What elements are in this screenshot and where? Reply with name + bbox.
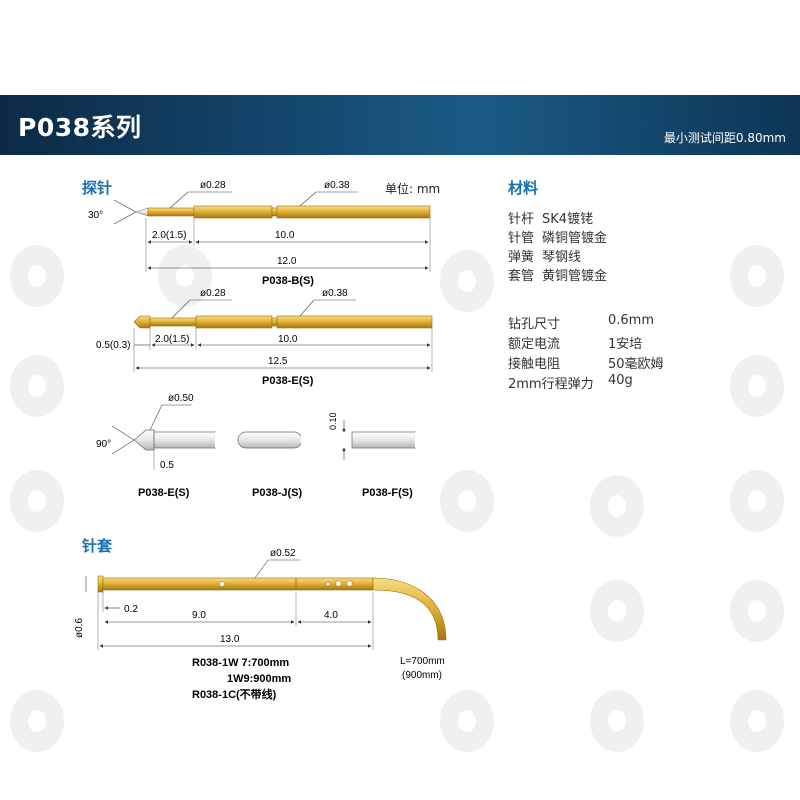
watermark-logo-icon [10, 245, 64, 307]
watermark-logo-icon [10, 470, 64, 532]
sleeve-model-1: R038-1W 7:700mm [192, 657, 289, 669]
sleeve-end-length: 4.0 [324, 610, 338, 621]
probe-section-title: 探针 [82, 179, 113, 197]
probe-b-total-length: 12.0 [277, 256, 297, 267]
tip-j-model: P038-J(S) [252, 487, 302, 499]
page-title: P038系列 [18, 113, 142, 142]
sleeve-model-3: R038-1C(不带线) [192, 687, 277, 701]
probe-e-total-length: 12.5 [268, 356, 288, 367]
tip-f-drawing: 0.10 P038-F(S) [328, 412, 417, 499]
sleeve-model-2: 1W9:900mm [227, 673, 291, 685]
probe-e-drawing: ø0.28 ø0.38 0.5(0.3) 2.0(1.5) 10.0 12.5 … [96, 288, 433, 387]
header-band: P038系列 最小测试间距0.80mm [0, 95, 800, 155]
tip-e-angle: 90° [96, 439, 111, 450]
probe-e-model: P038-E(S) [262, 375, 314, 387]
wire-length: L=700mm [400, 656, 445, 667]
wire-length-alt: (900mm) [402, 670, 442, 681]
watermark-logo-icon [10, 690, 64, 752]
probe-b-tip-angle: 30° [88, 210, 103, 221]
probe-b-body-length: 10.0 [275, 230, 295, 241]
watermark-logo-icon [730, 580, 784, 642]
sleeve-head-diameter: ø0.6 [74, 618, 85, 638]
sleeve-mid-length: 9.0 [192, 610, 206, 621]
probe-b-drawing: 30° ø0.28 ø0.38 2.0(1.5) 10.0 12.0 P038-… [88, 180, 431, 287]
materials-title: 材料 [508, 179, 539, 197]
probe-b-small-diameter: ø0.28 [200, 180, 226, 191]
probe-e-large-diameter: ø0.38 [322, 288, 348, 299]
probe-e-body-length: 10.0 [278, 334, 298, 345]
watermark-logo-icon [440, 470, 494, 532]
material-row: 弹簧琴钢线 [508, 250, 582, 265]
unit-label: 单位: mm [385, 182, 441, 196]
sleeve-diameter: ø0.52 [270, 548, 296, 559]
probe-e-tip-length: 2.0(1.5) [155, 334, 189, 345]
material-row: 针管磷铜管镀金 [508, 231, 608, 246]
tip-e-diameter: ø0.50 [168, 393, 194, 404]
tip-e-model: P038-E(S) [138, 487, 190, 499]
page-subtitle: 最小测试间距0.80mm [663, 131, 786, 145]
probe-e-head-length: 0.5(0.3) [96, 340, 130, 351]
watermark-logo-icon [730, 355, 784, 417]
watermark-logo-icon [440, 250, 494, 312]
probe-b-model: P038-B(S) [262, 275, 314, 287]
watermark-logo-icon [10, 355, 64, 417]
watermark-logo-icon [590, 690, 644, 752]
watermark-logo-icon [158, 245, 212, 307]
probe-e-small-diameter: ø0.28 [200, 288, 226, 299]
watermark-logo-icon [590, 475, 644, 537]
sleeve-section-title: 针套 [82, 537, 113, 555]
sleeve-drawing: ø0.52 ø0.6 0.2 9.0 4.0 13.0 R038-1W 7:70… [74, 548, 447, 701]
watermark-logo-icon [730, 470, 784, 532]
sleeve-head-length: 0.2 [124, 604, 138, 615]
tip-e-drawing: 90° ø0.50 0.5 P038-E(S) [96, 393, 217, 499]
watermark-logo-icon [590, 580, 644, 642]
tip-f-model: P038-F(S) [362, 487, 413, 499]
material-row: 套管黄铜管镀金 [508, 269, 608, 284]
probe-b-large-diameter: ø0.38 [324, 180, 350, 191]
watermark-logo-icon [440, 690, 494, 752]
probe-b-tip-length: 2.0(1.5) [152, 230, 186, 241]
watermark-logo-icon [730, 690, 784, 752]
tip-f-flat: 0.10 [328, 412, 338, 430]
sleeve-total-length: 13.0 [220, 634, 240, 645]
tip-e-length: 0.5 [160, 460, 174, 471]
watermark-logo-icon [730, 245, 784, 307]
tip-j-drawing: P038-J(S) [237, 431, 303, 499]
